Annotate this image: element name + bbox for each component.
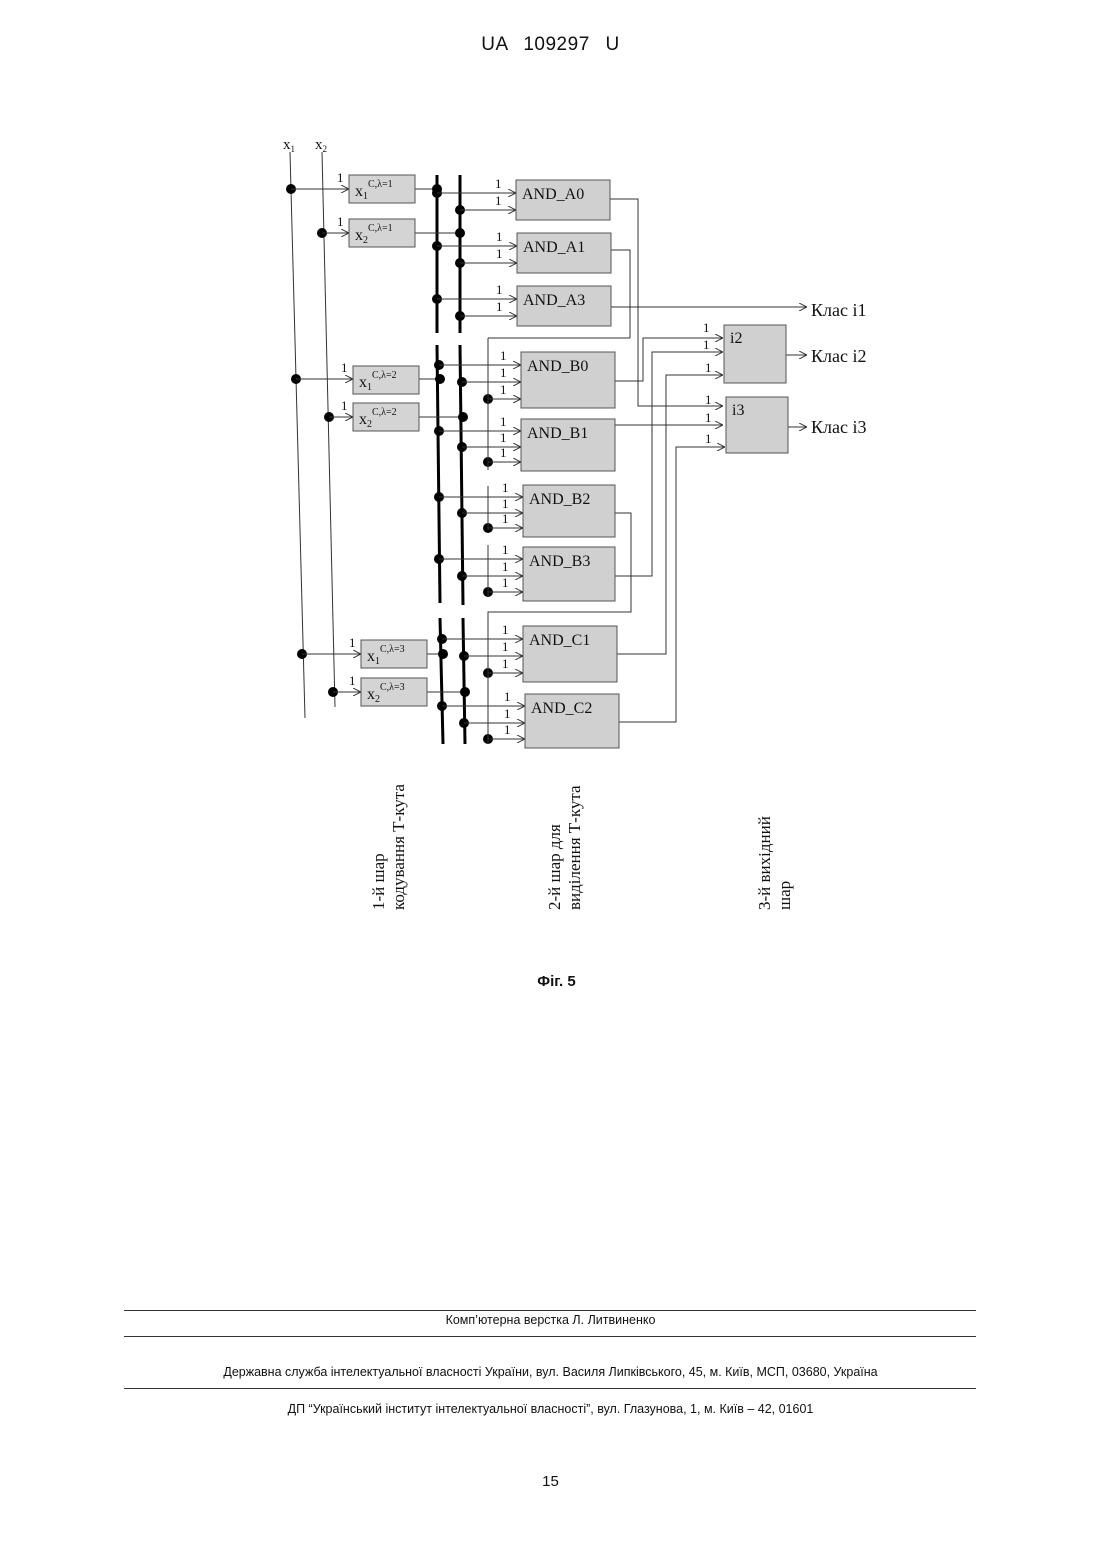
weight-label: 1 xyxy=(504,706,511,721)
footer-rule-top xyxy=(124,1310,976,1311)
weight-label: 1 xyxy=(504,689,511,704)
and-gate-label: AND_B1 xyxy=(527,425,588,442)
layer-label: 3-й вихіднийшар xyxy=(755,816,794,910)
weight-label: 1 xyxy=(502,480,509,495)
weight-label: 1 xyxy=(500,382,507,397)
junction-dot xyxy=(455,228,465,238)
weight-label: 1 xyxy=(502,656,509,671)
weight-label: 1 xyxy=(500,365,507,380)
layer-label: 1-й шаркодування Т-кута xyxy=(369,784,408,910)
weight-label: 1 xyxy=(502,639,509,654)
agency-address: Державна служба інтелектуальної власност… xyxy=(0,1365,1101,1379)
input-line-x1 xyxy=(290,152,305,718)
institute-address: ДП “Український інститут інтелектуальної… xyxy=(0,1402,1101,1416)
weight-label: 1 xyxy=(349,673,356,688)
weight-label: 1 xyxy=(500,445,507,460)
weight-label: 1 xyxy=(500,348,507,363)
weight-label: 1 xyxy=(502,511,509,526)
footer-rule-middle xyxy=(124,1336,976,1337)
and-gate-label: AND_C2 xyxy=(531,700,592,717)
and-gate-label: AND_B2 xyxy=(529,491,590,508)
weight-label: 1 xyxy=(502,622,509,637)
weight-label: 1 xyxy=(349,635,356,650)
weight-label: 1 xyxy=(495,193,502,208)
footer-rule-bottom xyxy=(124,1388,976,1389)
weight-label: 1 xyxy=(496,246,503,261)
figure-caption: Фіг. 5 xyxy=(0,973,1101,990)
input-label: x1 xyxy=(283,137,295,154)
weight-label: 1 xyxy=(500,430,507,445)
and-gate-label: AND_A1 xyxy=(523,239,585,256)
gate-output-line xyxy=(611,250,630,338)
weight-label: 1 xyxy=(496,282,503,297)
gate-output-line xyxy=(619,447,724,722)
weight-label: 1 xyxy=(496,299,503,314)
class-label: Клас i2 xyxy=(811,346,866,366)
and-gate-label: AND_A3 xyxy=(523,292,585,309)
weight-label: 1 xyxy=(337,214,344,229)
weight-label: 1 xyxy=(705,410,712,425)
weight-label: 1 xyxy=(495,176,502,191)
and-gate-label: AND_B3 xyxy=(529,553,590,570)
weight-label: 1 xyxy=(502,542,509,557)
output-node-label: i3 xyxy=(732,402,744,419)
neural-network-diagram: x1x21x1C,λ=11x2C,λ=11x1C,λ=21x2C,λ=21x1C… xyxy=(0,0,1101,960)
class-label: Клас i3 xyxy=(811,417,866,437)
weight-label: 1 xyxy=(500,414,507,429)
weight-label: 1 xyxy=(502,575,509,590)
weight-label: 1 xyxy=(496,229,503,244)
class-label: Клас i1 xyxy=(811,300,866,320)
weight-label: 1 xyxy=(341,398,348,413)
and-gate-label: AND_B0 xyxy=(527,358,588,375)
output-node-label: i2 xyxy=(730,330,742,347)
page-number: 15 xyxy=(0,1473,1101,1490)
weight-label: 1 xyxy=(705,392,712,407)
and-gate-label: AND_C1 xyxy=(529,632,590,649)
weight-label: 1 xyxy=(337,170,344,185)
junction-dot xyxy=(460,687,470,697)
typesetter-credit: Комп’ютерна верстка Л. Литвиненко xyxy=(0,1313,1101,1327)
junction-dot xyxy=(438,649,448,659)
junction-dot xyxy=(435,374,445,384)
weight-label: 1 xyxy=(703,320,710,335)
weight-label: 1 xyxy=(504,722,511,737)
layer-label: 2-й шар длявиділення Т-кута xyxy=(545,785,584,910)
junction-dot xyxy=(458,412,468,422)
weight-label: 1 xyxy=(705,360,712,375)
weight-label: 1 xyxy=(705,431,712,446)
weight-label: 1 xyxy=(502,559,509,574)
weight-label: 1 xyxy=(341,360,348,375)
input-label: x2 xyxy=(315,137,327,154)
weight-label: 1 xyxy=(703,337,710,352)
and-gate-label: AND_A0 xyxy=(522,186,584,203)
weight-label: 1 xyxy=(502,496,509,511)
